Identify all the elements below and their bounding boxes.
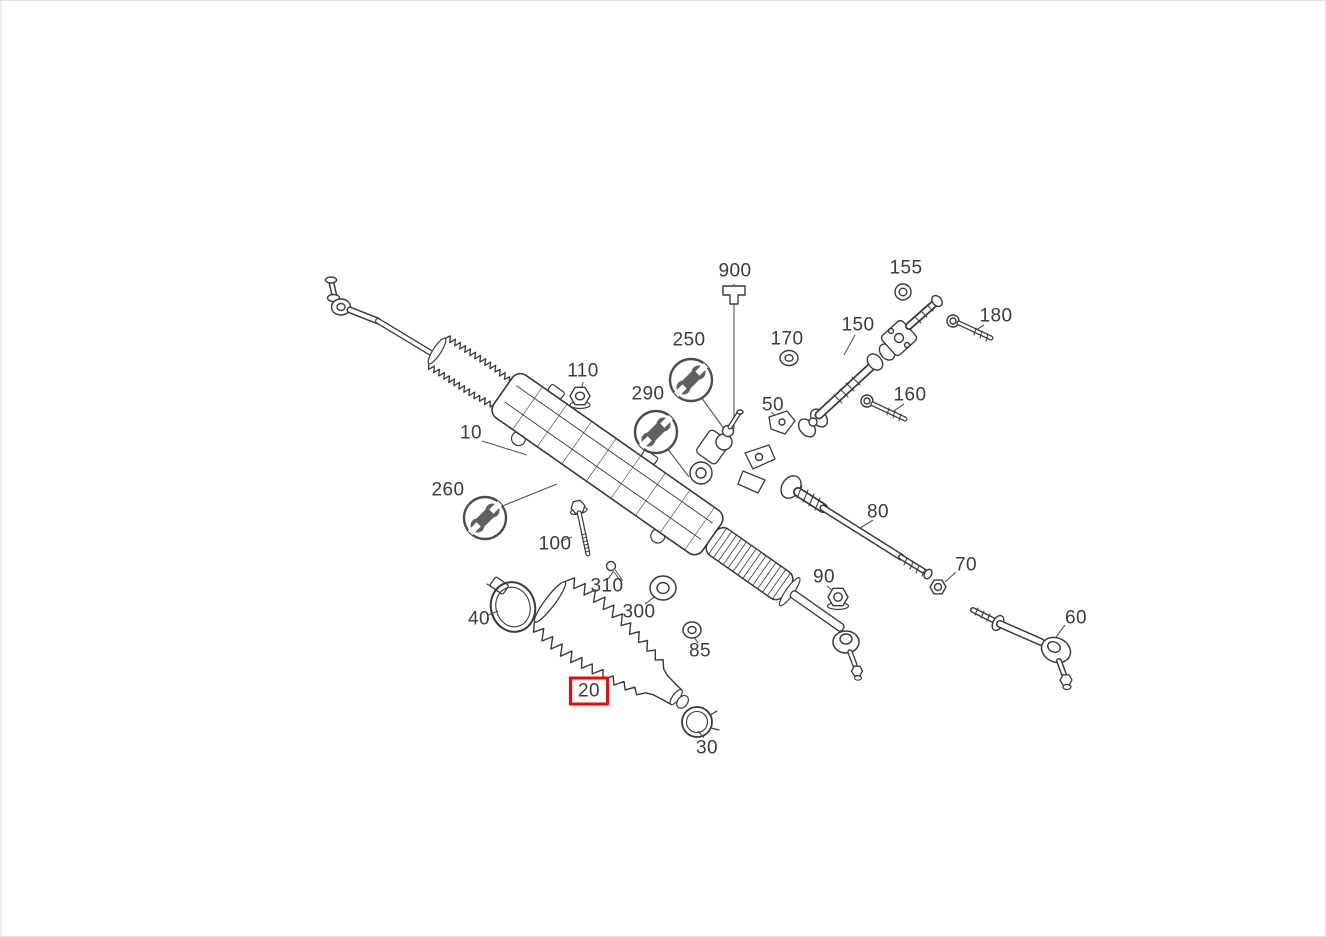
- wrench-icon[interactable]: [633, 409, 679, 455]
- part-label-300[interactable]: 300: [622, 601, 656, 623]
- tie-rod-end-left: [324, 276, 444, 362]
- clamp-30-drawing: [681, 706, 720, 738]
- part-label-80[interactable]: 80: [867, 501, 889, 523]
- bracket-50-drawing: [768, 410, 796, 435]
- bolt-310-drawing: [605, 560, 623, 582]
- grommet-300-drawing: [649, 575, 677, 601]
- ring-85-drawing: [682, 621, 702, 639]
- nut-90-drawing: [826, 587, 850, 611]
- nut-70-drawing: [929, 579, 947, 595]
- part-label-180[interactable]: 180: [979, 305, 1013, 327]
- part-label-50[interactable]: 50: [762, 394, 784, 416]
- part-label-160[interactable]: 160: [893, 384, 927, 406]
- valve-pinion-unit: [689, 409, 776, 494]
- part-label-20[interactable]: 20: [569, 676, 609, 706]
- tie-rod-end-right: [832, 630, 864, 681]
- washer-155-drawing: [894, 283, 912, 301]
- part-label-30[interactable]: 30: [696, 737, 718, 759]
- part-label-900[interactable]: 900: [718, 260, 752, 282]
- wrench-icon[interactable]: [462, 495, 508, 541]
- part-label-170[interactable]: 170: [770, 328, 804, 350]
- clamp-40-drawing: [486, 576, 537, 633]
- part-label-90[interactable]: 90: [813, 566, 835, 588]
- part-label-250[interactable]: 250: [672, 329, 706, 351]
- inner-tie-rod-drawing: [780, 475, 933, 580]
- part-label-310[interactable]: 310: [590, 575, 624, 597]
- rack-housing: [491, 372, 845, 632]
- nut-110-drawing: [569, 386, 591, 410]
- bolt-100-drawing: [569, 499, 591, 557]
- steering-boot-drawing: [532, 577, 689, 709]
- wrench-icon[interactable]: [668, 357, 714, 403]
- part-label-155[interactable]: 155: [889, 257, 923, 279]
- plug-900-drawing: [722, 285, 746, 305]
- bolt-180-drawing: [946, 314, 994, 342]
- intermediate-shaft-drawing: [797, 294, 943, 438]
- part-label-10[interactable]: 10: [460, 422, 482, 444]
- tie-rod-end-60-drawing: [970, 607, 1073, 691]
- washer-170-drawing: [779, 349, 799, 367]
- leader-lines: [481, 284, 1066, 739]
- part-label-100[interactable]: 100: [538, 533, 572, 555]
- part-label-85[interactable]: 85: [689, 640, 711, 662]
- part-label-260[interactable]: 260: [431, 479, 465, 501]
- part-label-150[interactable]: 150: [841, 314, 875, 336]
- part-label-70[interactable]: 70: [955, 554, 977, 576]
- part-label-60[interactable]: 60: [1065, 607, 1087, 629]
- part-label-290[interactable]: 290: [631, 383, 665, 405]
- bolt-160-drawing: [860, 394, 908, 422]
- part-label-110[interactable]: 110: [567, 360, 599, 382]
- part-label-40[interactable]: 40: [468, 608, 490, 630]
